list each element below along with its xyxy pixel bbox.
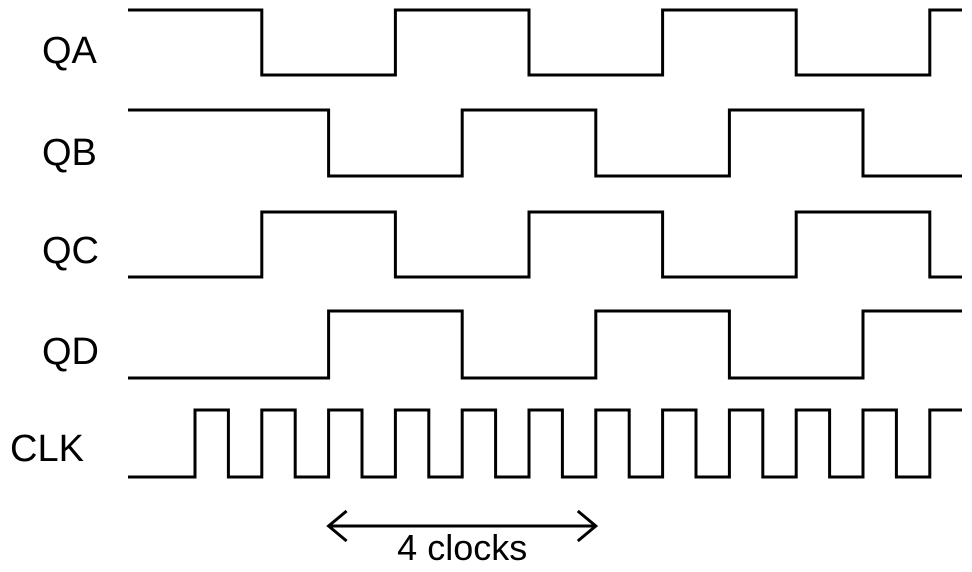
span-label: 4 clocks (397, 527, 527, 568)
waveform-qb (128, 108, 962, 178)
label-qd: QD (42, 331, 99, 373)
label-qc: QC (42, 230, 99, 272)
waveforms (128, 8, 962, 479)
waveform-qd (128, 309, 962, 380)
waveform-qc (128, 210, 962, 279)
arrow-left-icon (326, 509, 348, 543)
label-qa: QA (42, 30, 98, 72)
signal-labels: QA QB QC QD CLK (10, 30, 99, 470)
waveform-qa (128, 8, 962, 77)
waveform-clk (128, 408, 962, 479)
clock-span-annotation: 4 clocks (326, 509, 599, 568)
label-clk: CLK (10, 428, 84, 470)
arrow-right-icon (576, 509, 599, 543)
label-qb: QB (42, 132, 97, 174)
